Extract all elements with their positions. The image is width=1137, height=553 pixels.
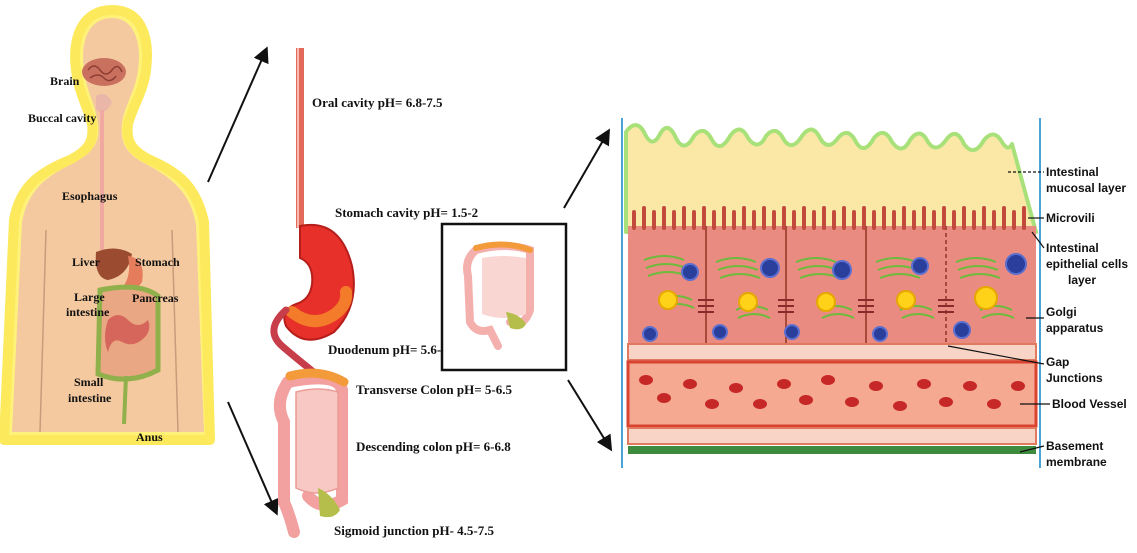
label-microvili: Microvili — [1046, 211, 1095, 225]
label-membrane: membrane — [1046, 455, 1107, 469]
epithelial-layer — [628, 226, 1036, 344]
label-pancreas: Pancreas — [132, 291, 179, 305]
label-small: Small — [74, 375, 104, 389]
lamina-strip — [628, 344, 1036, 360]
label-esophagus: Esophagus — [62, 189, 118, 203]
arrow-to-tissue-top — [564, 132, 608, 208]
esophagus-tube — [100, 110, 104, 250]
label-sigmoid-junction-ph: Sigmoid junction pH- 4.5-7.5 — [334, 523, 494, 538]
label-large: Large — [74, 290, 105, 304]
label-small-intestine: intestine — [68, 391, 112, 405]
label-golgi: Golgi — [1046, 305, 1077, 319]
label-stomach: Stomach — [135, 255, 180, 269]
label-junctions: Junctions — [1046, 371, 1103, 385]
arrow-to-lower-gi — [228, 402, 276, 512]
colon-body — [296, 389, 338, 493]
label-buccal-cavity: Buccal cavity — [28, 111, 96, 125]
label-basement: Basement — [1046, 439, 1103, 453]
brain-shape — [82, 58, 126, 86]
label-oral-cavity-ph: Oral cavity pH= 6.8-7.5 — [312, 95, 443, 110]
colon-inset-panel — [442, 224, 566, 370]
tissue-panel: Intestinal mucosal layer Microvili Intes… — [622, 118, 1128, 469]
label-mucosal-layer: mucosal layer — [1046, 181, 1126, 195]
human-body-panel: Brain Buccal cavity Esophagus Liver Stom… — [4, 10, 210, 444]
label-epithelial-cells: epithelial cells — [1046, 257, 1128, 271]
arrow-to-tissue-bottom — [568, 380, 610, 448]
label-gap: Gap — [1046, 355, 1069, 369]
label-intestinal: Intestinal — [1046, 165, 1099, 179]
label-intestinal-epithelial: Intestinal — [1046, 241, 1099, 255]
label-descending-colon-ph: Descending colon pH= 6-6.8 — [356, 439, 511, 454]
rectum-line — [124, 376, 126, 424]
label-liver: Liver — [72, 255, 101, 269]
label-stomach-cavity-ph: Stomach cavity pH= 1.5-2 — [335, 205, 478, 220]
basement-membrane — [628, 446, 1036, 454]
label-brain: Brain — [50, 74, 80, 88]
basement-membrane-upper — [628, 428, 1036, 444]
label-anus: Anus — [136, 430, 163, 444]
label-layer: layer — [1068, 273, 1096, 287]
arrow-to-upper-gi — [208, 50, 266, 182]
label-large-intestine: intestine — [66, 305, 110, 319]
blood-vessel — [628, 362, 1036, 426]
label-duodenum-ph: Duodenum pH= 5.6-8 — [328, 342, 448, 357]
inset-colon-body — [482, 256, 526, 318]
label-apparatus: apparatus — [1046, 321, 1104, 335]
label-transverse-colon-ph: Transverse Colon pH= 5-6.5 — [356, 382, 512, 397]
label-blood-vessel: Blood Vessel — [1052, 397, 1127, 411]
